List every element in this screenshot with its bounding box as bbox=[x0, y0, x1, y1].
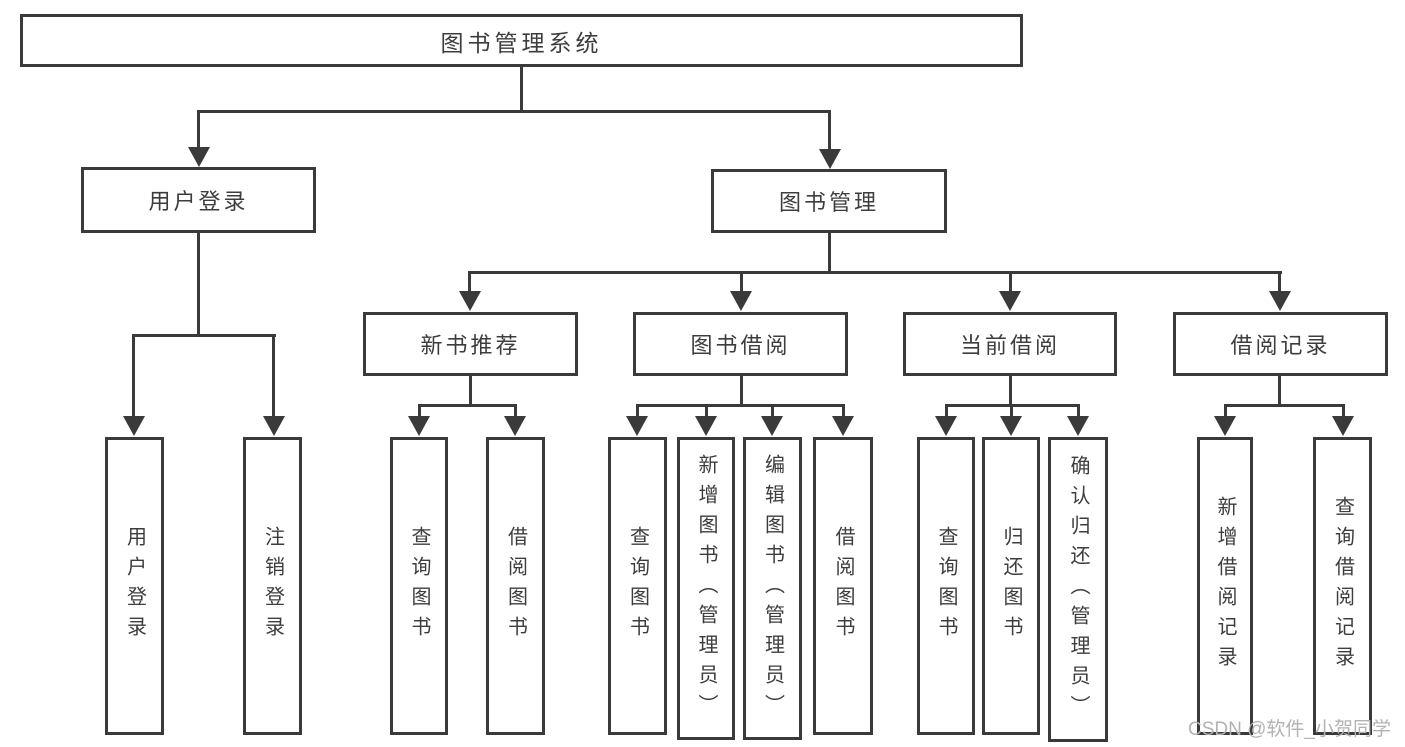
node-borrow-records-label: 借阅记录 bbox=[1230, 333, 1331, 358]
node-book-management-label: 图书管理 bbox=[778, 190, 879, 215]
node-root: 图书管理系统 bbox=[20, 14, 1023, 67]
arrow-down-icon bbox=[626, 416, 648, 436]
connector-line bbox=[468, 271, 1282, 274]
arrow-down-icon bbox=[262, 416, 285, 436]
leaf-add-book-admin: 新增图书（管理员） bbox=[677, 437, 735, 740]
connector-line bbox=[468, 271, 471, 293]
connector-line bbox=[1008, 271, 1012, 293]
connector-line bbox=[635, 404, 845, 407]
connector-line bbox=[635, 404, 639, 420]
leaf-edit-book-admin-label: 编辑图书（管理员） bbox=[761, 453, 784, 724]
connector-line bbox=[417, 404, 421, 420]
arrow-down-icon bbox=[832, 416, 854, 436]
arrow-down-icon bbox=[818, 149, 841, 169]
connector-line bbox=[132, 334, 276, 337]
leaf-confirm-return-admin-label: 确认归还（管理员） bbox=[1067, 454, 1089, 725]
leaf-borrow-book-1: 借阅图书 bbox=[486, 437, 545, 735]
leaf-user-login-label: 用户登录 bbox=[123, 526, 146, 646]
connector-line bbox=[469, 376, 472, 407]
connector-line bbox=[739, 376, 743, 407]
arrow-down-icon bbox=[187, 147, 210, 167]
arrow-down-icon bbox=[1268, 291, 1291, 311]
connector-line bbox=[841, 404, 845, 420]
arrow-down-icon bbox=[999, 291, 1021, 311]
node-user-login: 用户登录 bbox=[81, 167, 316, 233]
connector-line bbox=[1076, 404, 1080, 420]
connector-line bbox=[1009, 404, 1013, 420]
arrow-down-icon bbox=[458, 291, 481, 311]
leaf-user-login: 用户登录 bbox=[105, 437, 164, 735]
arrow-down-icon bbox=[504, 416, 526, 436]
arrow-down-icon bbox=[1332, 416, 1354, 436]
leaf-borrow-book-2: 借阅图书 bbox=[813, 437, 873, 735]
leaf-query-book-3-label: 查询图书 bbox=[935, 526, 957, 646]
arrow-down-icon bbox=[761, 416, 783, 436]
leaf-query-book-2: 查询图书 bbox=[608, 437, 667, 735]
node-borrow-records: 借阅记录 bbox=[1173, 312, 1388, 376]
connector-line bbox=[1278, 271, 1281, 293]
connector-line bbox=[197, 110, 830, 113]
leaf-borrow-book-2-label: 借阅图书 bbox=[832, 526, 854, 646]
node-book-borrow: 图书借阅 bbox=[633, 312, 848, 376]
connector-line bbox=[1223, 404, 1345, 407]
node-current-borrow: 当前借阅 bbox=[903, 312, 1117, 376]
leaf-edit-book-admin: 编辑图书（管理员） bbox=[743, 437, 802, 740]
connector-line bbox=[704, 404, 708, 420]
leaf-query-borrow-record-label: 查询借阅记录 bbox=[1331, 496, 1354, 676]
leaf-query-book-2-label: 查询图书 bbox=[626, 526, 649, 646]
node-new-book-recommend-label: 新书推荐 bbox=[420, 333, 521, 358]
arrow-down-icon bbox=[1067, 416, 1089, 436]
arrow-down-icon bbox=[122, 416, 145, 436]
node-new-book-recommend: 新书推荐 bbox=[363, 312, 578, 376]
node-book-management: 图书管理 bbox=[711, 169, 947, 233]
connector-line bbox=[739, 271, 743, 293]
node-book-borrow-label: 图书借阅 bbox=[690, 333, 791, 358]
node-user-login-label: 用户登录 bbox=[148, 189, 249, 214]
arrow-down-icon bbox=[408, 416, 430, 436]
leaf-confirm-return-admin: 确认归还（管理员） bbox=[1048, 437, 1108, 742]
leaf-query-borrow-record: 查询借阅记录 bbox=[1313, 437, 1372, 735]
leaf-logout-label: 注销登录 bbox=[261, 526, 284, 646]
leaf-query-book-3: 查询图书 bbox=[917, 437, 975, 735]
connector-line bbox=[828, 233, 831, 274]
connector-line bbox=[520, 67, 523, 111]
connector-line bbox=[132, 334, 135, 418]
node-root-label: 图书管理系统 bbox=[440, 29, 603, 56]
csdn-watermark: CSDN @软件_小贺同学 bbox=[1188, 719, 1391, 740]
connector-line bbox=[197, 233, 200, 337]
arrow-down-icon bbox=[730, 291, 752, 311]
connector-line bbox=[272, 334, 275, 418]
leaf-query-book-1: 查询图书 bbox=[390, 437, 448, 735]
arrow-down-icon bbox=[935, 416, 957, 436]
connector-line bbox=[1278, 376, 1281, 407]
arrow-down-icon bbox=[1214, 416, 1236, 436]
arrow-down-icon bbox=[695, 416, 717, 436]
connector-line bbox=[1008, 376, 1012, 407]
connector-line bbox=[513, 404, 517, 420]
leaf-add-borrow-record-label: 新增借阅记录 bbox=[1214, 496, 1236, 676]
arrow-down-icon bbox=[1000, 416, 1022, 436]
connector-line bbox=[197, 110, 200, 148]
leaf-query-book-1-label: 查询图书 bbox=[408, 526, 430, 646]
node-current-borrow-label: 当前借阅 bbox=[959, 333, 1060, 358]
leaf-add-borrow-record: 新增借阅记录 bbox=[1197, 437, 1253, 735]
connector-line bbox=[828, 110, 831, 150]
leaf-add-book-admin-label: 新增图书（管理员） bbox=[695, 453, 717, 724]
leaf-logout: 注销登录 bbox=[243, 437, 302, 735]
connector-line bbox=[944, 404, 948, 420]
connector-line bbox=[770, 404, 774, 420]
connector-line bbox=[1341, 404, 1345, 420]
leaf-return-book: 归还图书 bbox=[982, 437, 1040, 735]
leaf-borrow-book-1-label: 借阅图书 bbox=[504, 526, 527, 646]
connector-line bbox=[417, 404, 517, 407]
leaf-return-book-label: 归还图书 bbox=[1000, 526, 1022, 646]
connector-line bbox=[1223, 404, 1227, 420]
